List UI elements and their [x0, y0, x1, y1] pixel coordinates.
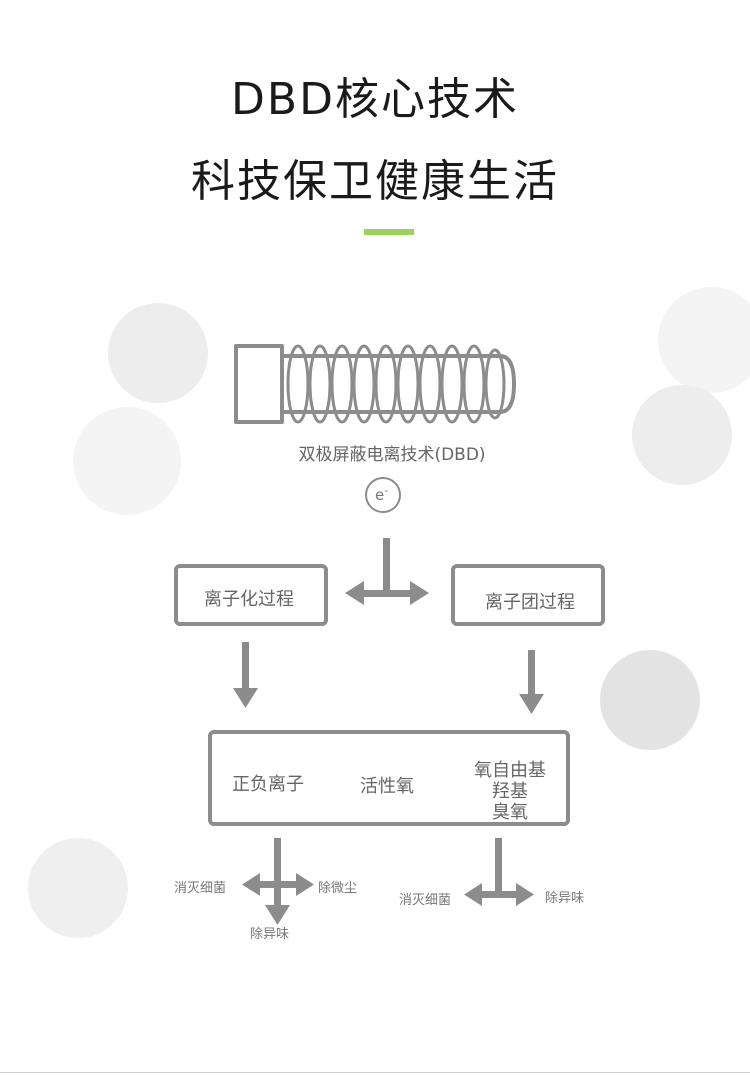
- split-arrow-left-head: [345, 581, 364, 605]
- effect-left-stem: [274, 838, 281, 908]
- product-ions: 正负离子: [232, 774, 304, 795]
- accent-divider: [364, 229, 414, 235]
- bottom-divider: [0, 1072, 750, 1073]
- decor-circle-3: [658, 287, 750, 393]
- products-box: 正负离子 活性氧 氧自由基 羟基 臭氧: [208, 730, 570, 826]
- decor-circle-5: [600, 650, 700, 750]
- split-arrow-right-head: [410, 581, 429, 605]
- electron-circle: [365, 477, 401, 513]
- ion-cluster-process-label: 离子团过程: [485, 592, 575, 613]
- dbd-caption: 双极屏蔽电离技术(DBD): [298, 445, 486, 465]
- electron-symbol: e: [375, 486, 385, 504]
- down-arrow-left-head: [233, 688, 258, 708]
- effect-left-bar: [255, 881, 301, 888]
- effect-left-left-head: [242, 873, 260, 896]
- effect-right-bar: [478, 891, 520, 898]
- down-arrow-right-head: [519, 694, 544, 714]
- effect-left-kill-bacteria: 消灭细菌: [174, 881, 227, 896]
- effect-left-down-head: [265, 905, 290, 925]
- dbd-tube-body: [282, 354, 516, 414]
- effect-left-right-head: [296, 873, 314, 896]
- ionization-process-label: 离子化过程: [204, 589, 294, 610]
- decor-circle-6: [28, 838, 128, 938]
- product-oxygen-radical: 氧自由基: [474, 760, 546, 781]
- decor-circle-2: [73, 407, 181, 515]
- ionization-process-box: 离子化过程: [174, 564, 328, 626]
- decor-circle-4: [632, 385, 732, 485]
- down-arrow-left-stem: [242, 642, 249, 690]
- page-subtitle: 科技保卫健康生活: [191, 156, 559, 207]
- effect-right-remove-odor: 除异味: [545, 891, 585, 906]
- split-arrow-bar: [360, 590, 414, 597]
- effect-left-remove-odor: 除异味: [250, 927, 290, 942]
- dbd-coil: [286, 344, 506, 424]
- effect-right-right-head: [516, 883, 534, 906]
- product-ozone: 臭氧: [492, 802, 528, 823]
- page-title: DBD核心技术: [231, 74, 519, 125]
- effect-right-left-head: [464, 883, 482, 906]
- decor-circle-1: [108, 303, 208, 403]
- dbd-tube-cap: [234, 344, 284, 424]
- down-arrow-right-stem: [528, 650, 535, 696]
- effect-right-kill-bacteria: 消灭细菌: [399, 893, 452, 908]
- split-arrow-stem: [383, 538, 390, 594]
- product-hydroxyl: 羟基: [492, 781, 528, 802]
- effect-left-remove-dust: 除微尘: [318, 881, 358, 896]
- effect-right-stem: [495, 838, 502, 894]
- electron-charge: -: [384, 484, 389, 497]
- ion-cluster-process-box: 离子团过程: [451, 564, 605, 626]
- product-active-oxygen: 活性氧: [360, 776, 414, 797]
- electron-label: e-: [375, 484, 388, 504]
